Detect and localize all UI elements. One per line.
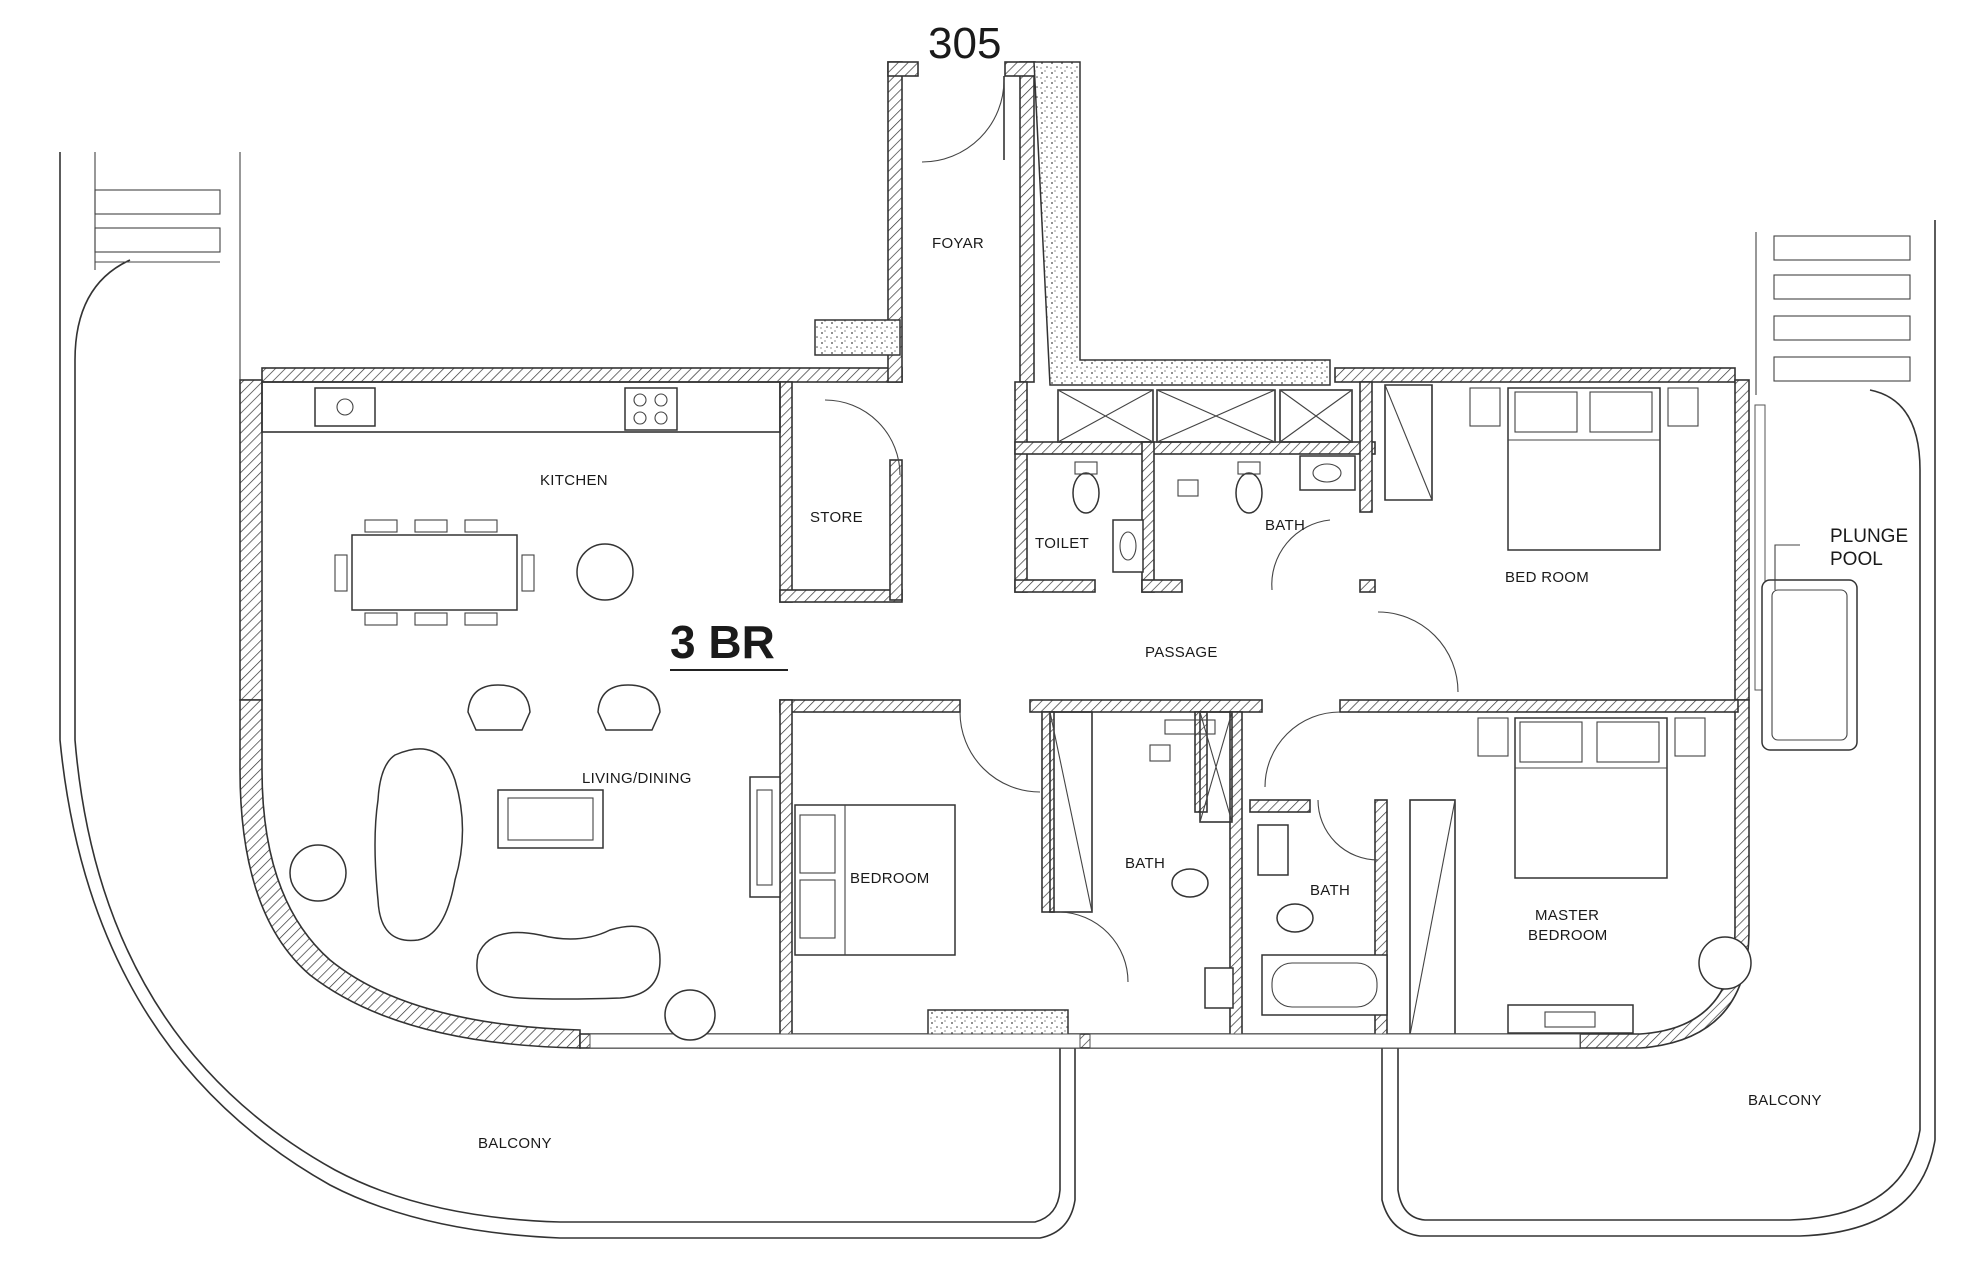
label-balcony-left: BALCONY <box>478 1135 552 1152</box>
stair-master <box>1409 799 1456 1036</box>
label-store: STORE <box>810 509 863 526</box>
kitchen-counter <box>261 381 781 433</box>
label-kitchen: KITCHEN <box>540 472 608 489</box>
planter-bottom <box>664 989 716 1041</box>
structural-column <box>1033 61 1331 386</box>
plunge-pool <box>1761 544 1858 751</box>
label-master-bedroom-1: MASTER <box>1535 907 1599 924</box>
planter-left <box>289 844 347 902</box>
bath-right-fixtures <box>1257 824 1388 1016</box>
label-toilet: TOILET <box>1035 535 1089 552</box>
sofa-lower <box>476 925 661 1000</box>
windows <box>589 404 1766 1049</box>
stair-bedroom <box>1049 711 1093 913</box>
label-bed-room: BED ROOM <box>1505 569 1589 586</box>
bedroom-tv <box>749 776 781 898</box>
label-bath-middle: BATH <box>1125 855 1165 872</box>
label-bath-right: BATH <box>1310 882 1350 899</box>
label-plunge-pool-2: POOL <box>1830 549 1883 570</box>
label-balcony-right: BALCONY <box>1748 1092 1822 1109</box>
round-table <box>576 543 634 601</box>
plan-title: 3 BR <box>670 616 775 668</box>
label-bedroom: BEDROOM <box>850 870 930 887</box>
louvres-right <box>1755 232 1911 395</box>
sofa-curved <box>374 748 464 942</box>
bath-top-fixtures <box>1177 455 1356 514</box>
label-foyar: FOYAR <box>932 235 984 252</box>
interior-walls <box>779 381 1739 1043</box>
bath-middle-fixtures <box>1149 719 1234 1009</box>
foyer-shelf <box>814 319 901 356</box>
unit-number: 305 <box>928 19 1001 68</box>
master-bed <box>1477 717 1706 879</box>
balcony-outline-left <box>59 152 1076 1239</box>
doors <box>824 399 1459 983</box>
coffee-table <box>497 789 604 849</box>
bed-room-bed <box>1469 387 1699 551</box>
dining-table <box>334 519 535 626</box>
armchairs <box>467 684 661 731</box>
label-passage: PASSAGE <box>1145 644 1218 661</box>
planter-right <box>1698 936 1752 990</box>
wardrobes <box>1057 389 1353 823</box>
bedroom-bed <box>794 804 956 956</box>
label-living-dining: LIVING/DINING <box>582 770 692 787</box>
balcony-outline-right <box>1381 220 1936 1237</box>
stair-top <box>1384 384 1433 501</box>
entrance-door <box>921 76 1005 163</box>
label-bath-top: BATH <box>1265 517 1305 534</box>
toilet-fixtures <box>1072 461 1144 573</box>
label-plunge-pool-1: PLUNGE <box>1830 526 1908 547</box>
label-master-bedroom-2: BEDROOM <box>1528 927 1608 944</box>
master-tv-unit <box>1507 1004 1634 1034</box>
louvres-left <box>94 152 241 380</box>
